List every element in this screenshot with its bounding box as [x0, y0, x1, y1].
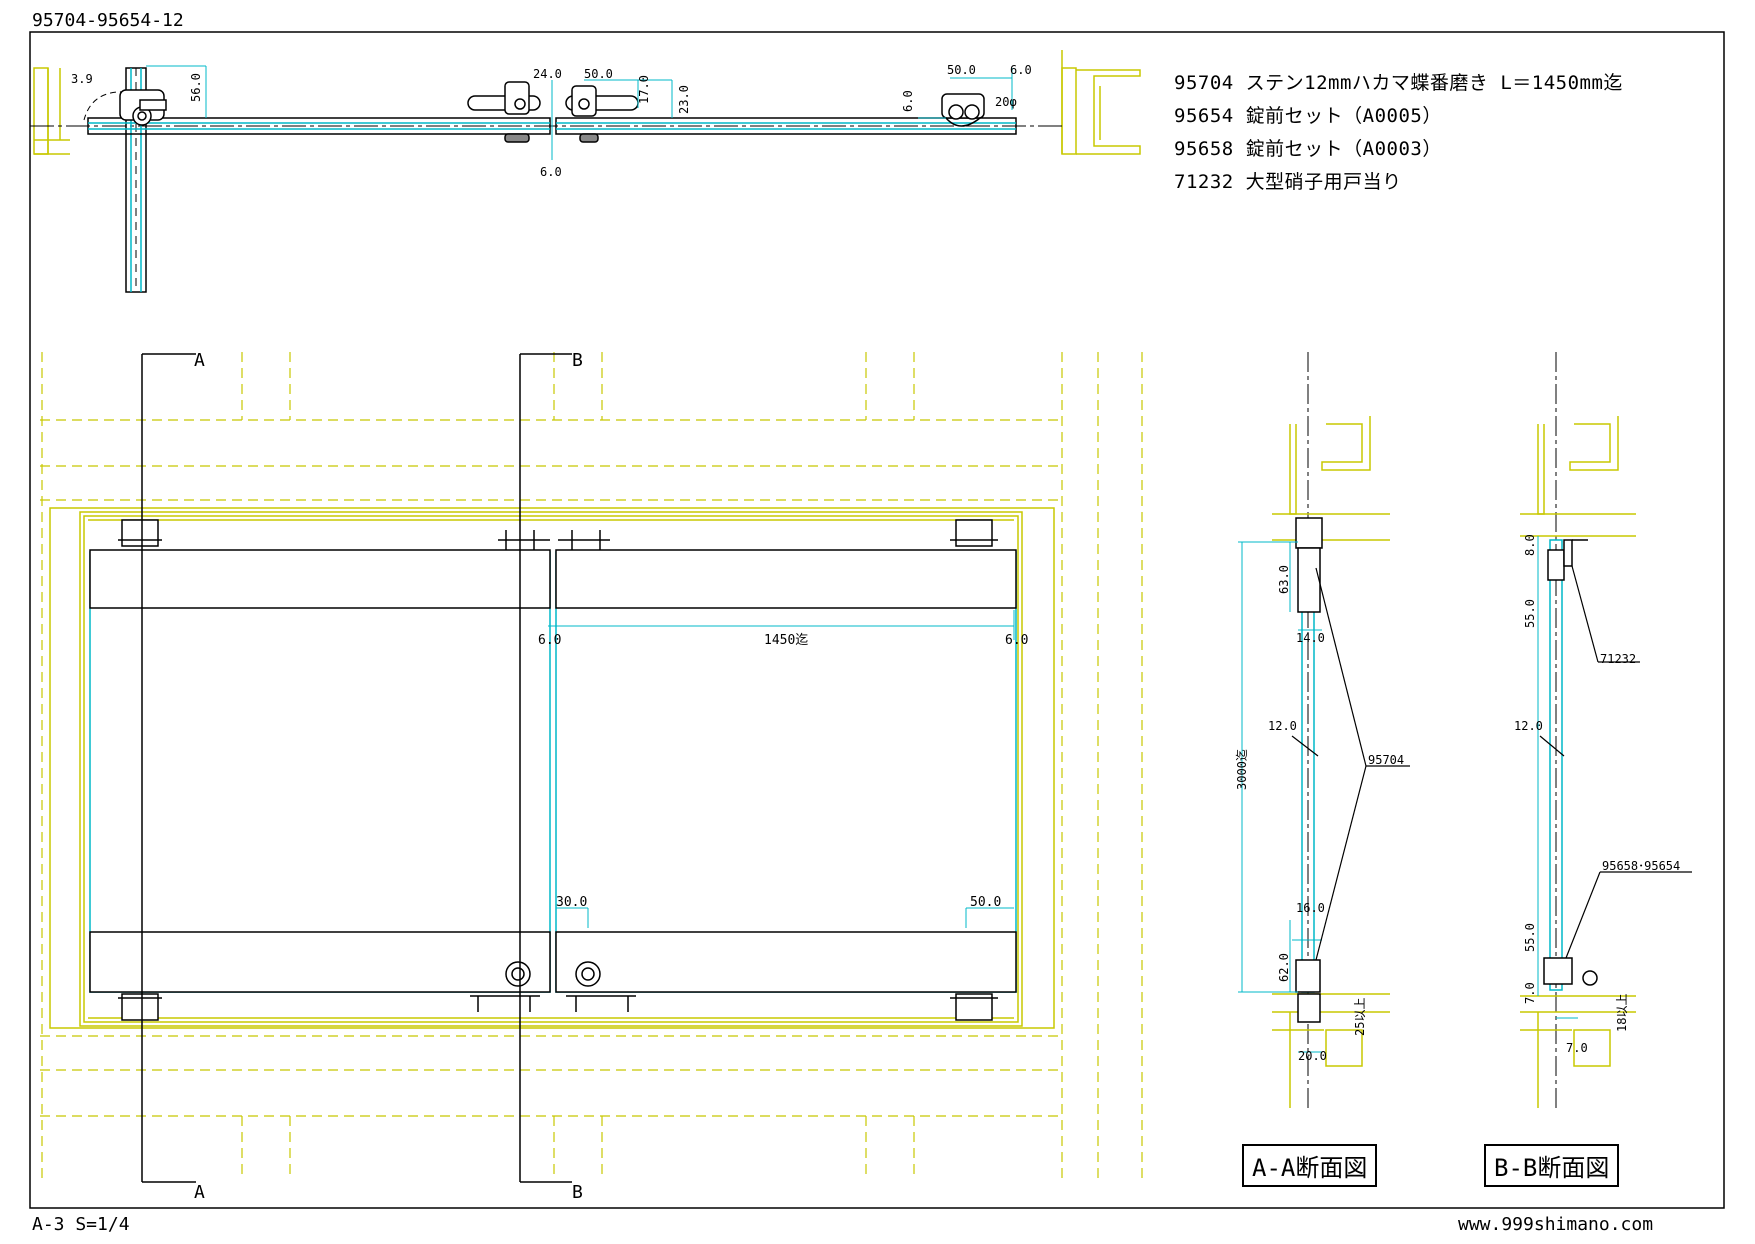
plan-dim-6-mid: 6.0 — [540, 165, 562, 179]
bb-dim-55b: 55.0 — [1523, 923, 1537, 952]
elev-dim-30: 30.0 — [556, 895, 587, 910]
plan-dim-6c: 6.0 — [901, 90, 915, 112]
bb-dim-7a: 7.0 — [1523, 982, 1537, 1004]
aa-dim-16: 16.0 — [1296, 901, 1325, 915]
aa-dim-62: 62.0 — [1277, 953, 1291, 982]
bb-dim-18: 18以上 — [1615, 994, 1629, 1032]
sheet-info: A-3 S=1/4 — [32, 1214, 130, 1235]
elev-dim-1450: 1450迄 — [764, 633, 808, 648]
elev-dim-50: 50.0 — [970, 895, 1001, 910]
bb-dim-8: 8.0 — [1523, 534, 1537, 556]
section-mark-b-top: B — [572, 350, 583, 371]
legend-item: 95658 錠前セット（A0003） — [1174, 138, 1442, 160]
website: www.999shimano.com — [1458, 1214, 1654, 1235]
caption-aa-section: A-A断面図 — [1242, 1144, 1378, 1187]
section-mark-a-bottom: A — [194, 1182, 205, 1203]
drawing-number: 95704-95654-12 — [32, 10, 184, 31]
plan-dim-50a: 50.0 — [584, 67, 613, 81]
plan-dim-50b: 50.0 — [947, 63, 976, 77]
plan-dim-23: 23.0 — [677, 85, 691, 114]
bb-ref-95658-95654: 95658･95654 — [1602, 859, 1680, 873]
bb-dim-55a: 55.0 — [1523, 599, 1537, 628]
aa-dim-3000: 3000迄 — [1235, 749, 1249, 790]
elev-dim-gap-left: 6.0 — [538, 633, 561, 648]
plan-dim-56: 56.0 — [189, 73, 203, 102]
aa-dim-25: 25以上 — [1353, 998, 1367, 1036]
section-bb-view — [1520, 352, 1692, 1110]
aa-dim-12: 12.0 — [1268, 719, 1297, 733]
legend-item: 95654 錠前セット（A0005） — [1174, 105, 1442, 127]
aa-dim-63: 63.0 — [1277, 565, 1291, 594]
plan-dim-20phi: 20φ — [995, 95, 1017, 109]
aa-dim-20: 20.0 — [1298, 1049, 1327, 1063]
section-mark-a-top: A — [194, 350, 205, 371]
legend-item: 95704 ステン12mmハカマ蝶番磨き L＝1450mm迄 — [1174, 72, 1623, 94]
bb-dim-7b: 7.0 — [1566, 1041, 1588, 1055]
elev-dim-gap-right: 6.0 — [1005, 633, 1028, 648]
elevation-view — [40, 352, 1143, 1183]
aa-ref-95704: 95704 — [1368, 753, 1404, 767]
bb-dim-12: 12.0 — [1514, 719, 1543, 733]
plan-view — [30, 50, 1141, 293]
plan-dim-6b: 6.0 — [1010, 63, 1032, 77]
legend-item: 71232 大型硝子用戸当り — [1174, 171, 1402, 193]
plan-dim-24: 24.0 — [533, 67, 562, 81]
bb-ref-71232: 71232 — [1600, 652, 1636, 666]
plan-dim-3-9: 3.9 — [71, 72, 93, 86]
aa-dim-14: 14.0 — [1296, 631, 1325, 645]
section-aa-view — [1238, 352, 1410, 1110]
sheet-border — [29, 31, 1725, 1209]
caption-bb-section: B-B断面図 — [1484, 1144, 1620, 1187]
section-mark-b-bottom: B — [572, 1182, 583, 1203]
plan-dim-17: 17.0 — [637, 75, 651, 104]
